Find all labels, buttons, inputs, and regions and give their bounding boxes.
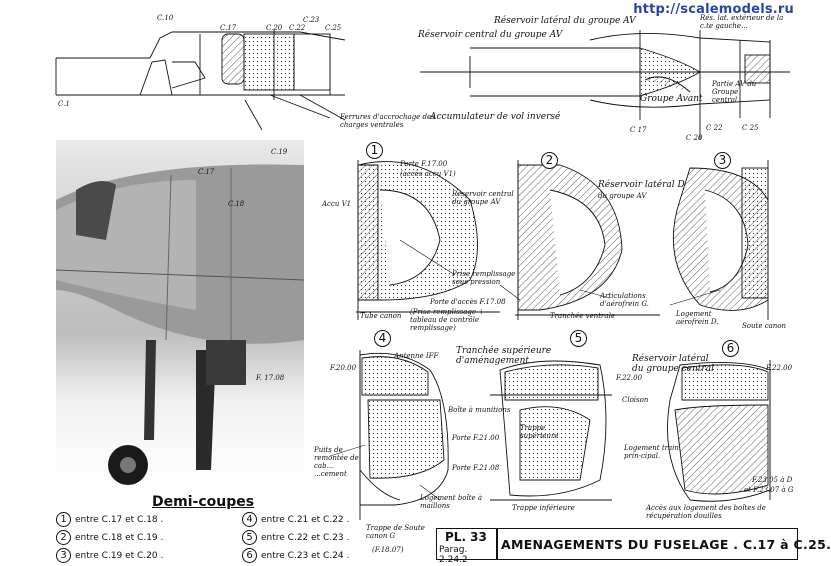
legend-item-4: 4 entre C.21 et C.22 . [242, 512, 349, 527]
legend-num-1: 1 [56, 512, 71, 527]
s6-logement: Logement train prin-cipal. [624, 444, 679, 460]
legend-item-6: 6 entre C.23 et C.24 . [242, 548, 349, 563]
legend-text-1: entre C.17 et C.18 . [75, 515, 164, 525]
plate-box: PL. 33 Parag. 2.24.2 [436, 528, 498, 565]
leader-lines [329, 239, 721, 501]
section-3-drawing [672, 160, 769, 320]
title-box: AMENAGEMENTS DU FUSELAGE . C.17 à C.25. [496, 528, 831, 560]
s6-f2200: F.22.00 [616, 374, 643, 382]
s4-puits: Puits de remontée de cab... ...cement [314, 446, 359, 478]
s6-f2305: F.23.05 à D [752, 476, 793, 484]
frame-label-c25: C.25 [325, 24, 342, 32]
frame-label-c22: C.22 [289, 24, 306, 32]
legend-item-3: 3 entre C.19 et C.20 . [56, 548, 163, 563]
s4-logement: Logement boîte à maillons [420, 494, 483, 510]
s4-trappe-sub: (F.18.07) [372, 546, 404, 554]
s5-trappe-inf: Trappe inférieure [512, 504, 575, 512]
plate-paragraph: Parag. 2.24.2 [439, 545, 468, 565]
plate-number: PL. 33 [445, 530, 487, 544]
legend-text-3: entre C.19 et C.20 . [75, 551, 164, 561]
s6-f2200b: F.22.00 [766, 364, 793, 372]
legend-item-2: 2 entre C.18 et C.19 . [56, 530, 163, 545]
plan-c22: C 22 [706, 124, 723, 132]
photo-label-c19: C.19 [271, 148, 288, 156]
photo-label-f1708: F. 17.08 [256, 374, 285, 382]
section-number-4: 4 [374, 330, 391, 347]
legend-text-6: entre C.23 et C.24 . [261, 551, 350, 561]
plan-c17: C 17 [630, 126, 647, 134]
fuselage-plan-view [420, 30, 790, 140]
technical-drawing [55, 30, 790, 520]
legend-title: Demi-coupes [152, 494, 255, 510]
s6-acces: Accès aux logement des boîtes de récupér… [646, 504, 766, 520]
note-res-central: Réservoir central du groupe AV [418, 30, 563, 40]
photo-label-c17: C.17 [198, 168, 215, 176]
aircraft-photo: C.19 C.17 C.18 F. 17.08 [55, 140, 305, 490]
note-res-lateral: Réservoir latéral du groupe AV [494, 16, 636, 26]
note-accumulateur: Accumulateur de vol inversé [430, 112, 561, 122]
frame-label-c17: C.17 [220, 24, 237, 32]
section-5-drawing [490, 360, 612, 501]
s5-trappe-sup: Trappe supérieure [520, 424, 559, 440]
s1-porte-sub: (accès accu V1) [400, 170, 456, 178]
section-number-6: 6 [722, 340, 739, 357]
s4-f20: F.20.00 [330, 364, 357, 372]
s1-prise: Prise remplissage sous pression [452, 270, 516, 286]
s6-cloison: Cloison [622, 396, 649, 404]
section-4-drawing [359, 350, 449, 520]
section-2-drawing [515, 160, 660, 320]
section-number-5: 5 [570, 330, 587, 347]
plan-c20: C 20 [686, 134, 703, 142]
s4-porte-f2100: Porte F.21.00 [452, 434, 500, 442]
fuselage-side-view [55, 30, 346, 131]
s4-porte-f2108: Porte F.21.08 [452, 464, 500, 472]
section-number-1: 1 [366, 142, 383, 159]
note-groupe-avant: Groupe Avant [640, 94, 703, 104]
s5-tranchee: Tranchée supérieure d'aménagement [456, 346, 552, 366]
section-number-2: 2 [541, 152, 558, 169]
section-1-drawing [356, 160, 500, 320]
legend-num-2: 2 [56, 530, 71, 545]
s2-tranchee: Tranchée ventrale [550, 312, 615, 320]
section-number-3: 3 [714, 152, 731, 169]
s4-boite: Boîte à munitions [448, 406, 511, 414]
plan-c25: C 25 [742, 124, 759, 132]
s4-antenne: Antenne IFF [394, 352, 439, 360]
frame-label-c20: C.20 [266, 24, 283, 32]
s3-res-lat-sub: du groupe AV [598, 192, 647, 200]
s3-res-lat: Réservoir latéral D [598, 180, 685, 190]
s6-res-lat: Réservoir latéral du groupe central [632, 354, 714, 374]
note-res-lateral-ext: Rés. lat. extérieur de la c.te gauche... [700, 14, 784, 30]
s2-articulations: Articulations d'aérofrein G. [600, 292, 649, 308]
s4-trappe: Trappe de Soute canon G [366, 524, 425, 540]
frame-label-c23: C.23 [303, 16, 320, 24]
legend-text-4: entre C.21 et C.22 . [261, 515, 350, 525]
section-6-drawing [667, 360, 771, 502]
legend-num-3: 3 [56, 548, 71, 563]
legend-num-4: 4 [242, 512, 257, 527]
s3-soute: Soute canon [742, 322, 787, 330]
frame-label-c10: C.10 [157, 14, 174, 22]
page-title: AMENAGEMENTS DU FUSELAGE . C.17 à C.25. [501, 537, 831, 552]
legend-num-6: 6 [242, 548, 257, 563]
s6-f2305b: et F.23.07 à G [744, 486, 794, 494]
legend-text-5: entre C.22 et C.23 . [261, 533, 350, 543]
watermark: http://scalemodels.ru [633, 2, 794, 17]
legend-num-5: 5 [242, 530, 257, 545]
legend-text-2: entre C.18 et C.19 . [75, 533, 164, 543]
s1-porte: Porte F.17.00 [400, 160, 448, 168]
s1-accu: Accu V1 [322, 200, 352, 208]
s1-tube: Tube canon [360, 312, 402, 320]
frame-label-c1: C.1 [58, 100, 70, 108]
s1-res: Réservoir central du groupe AV [452, 190, 514, 206]
s3-logement: Logement aérofrein D. [676, 310, 719, 326]
legend-item-1: 1 entre C.17 et C.18 . [56, 512, 163, 527]
s1-porte-acces: Porte d'accès F.17.08 [430, 298, 506, 306]
note-ferrures: Ferrures d'accrochage des charges ventra… [340, 113, 435, 129]
s1-porte-acces-sub: (Prise remplissage + tableau de contrôle… [410, 308, 485, 332]
photo-label-c18: C.18 [228, 200, 245, 208]
legend-item-5: 5 entre C.22 et C.23 . [242, 530, 349, 545]
note-partie-av: Partie AV du Groupe central [712, 80, 757, 104]
